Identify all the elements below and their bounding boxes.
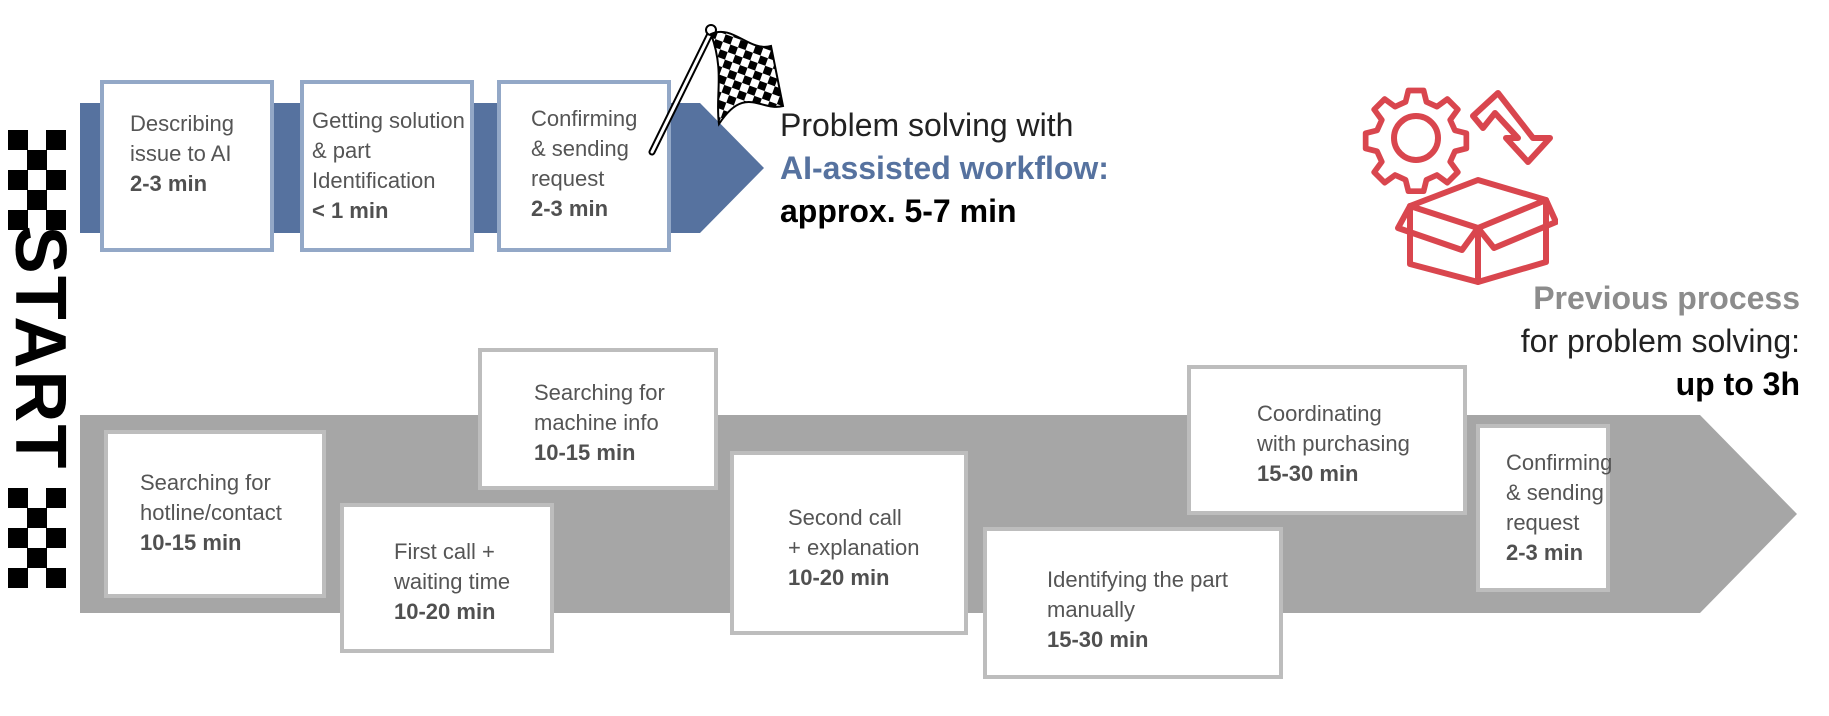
- previous-process-heading: Previous process for problem solving: up…: [1521, 277, 1800, 406]
- step-text: Searching for hotline/contact: [140, 470, 282, 525]
- step-duration: 15-30 min: [1257, 461, 1359, 486]
- prev-step-searching-machine-info: Searching for machine info 10-15 min: [478, 348, 718, 490]
- ai-step-confirming-request: Confirming & sending request 2-3 min: [497, 80, 671, 252]
- step-duration: 10-20 min: [788, 565, 890, 590]
- prev-heading-line2: for problem solving:: [1520, 323, 1800, 359]
- ai-step-getting-solution: Getting solution & part Identification <…: [300, 80, 474, 252]
- step-duration: 2-3 min: [130, 171, 208, 196]
- step-text: Second call + explanation: [788, 505, 920, 560]
- step-text: Searching for machine info: [534, 380, 665, 435]
- step-text: First call + waiting time: [394, 539, 511, 594]
- checkered-flag-icon: [648, 24, 785, 156]
- step-text: Describing issue to AI: [130, 111, 234, 166]
- checker-pattern-top: [8, 130, 66, 230]
- ai-heading-line2: AI-assisted workflow:: [780, 150, 1109, 186]
- checker-pattern-bottom: [8, 488, 66, 588]
- step-duration: 10-20 min: [394, 599, 496, 624]
- step-text: Confirming & sending request: [1506, 450, 1613, 535]
- step-duration: 15-30 min: [1047, 627, 1149, 652]
- step-text: Identifying the part manually: [1047, 567, 1229, 622]
- ai-workflow-heading: Problem solving with AI-assisted workflo…: [780, 104, 1109, 233]
- prev-step-second-call: Second call + explanation 10-20 min: [730, 451, 968, 635]
- step-duration: 2-3 min: [531, 196, 609, 221]
- step-duration: 2-3 min: [1506, 540, 1584, 565]
- prev-heading-line1: Previous process: [1533, 280, 1800, 316]
- ai-heading-line1: Problem solving with: [780, 107, 1074, 143]
- prev-step-searching-hotline: Searching for hotline/contact 10-15 min: [104, 430, 326, 598]
- ai-step-describing-issue: Describing issue to AI 2-3 min: [100, 80, 274, 252]
- prev-step-coordinating-purchasing: Coordinating with purchasing 15-30 min: [1187, 365, 1467, 515]
- step-duration: < 1 min: [312, 198, 389, 223]
- start-label: START: [0, 225, 80, 471]
- prev-heading-line3: up to 3h: [1675, 366, 1800, 402]
- step-duration: 10-15 min: [140, 530, 242, 555]
- ai-heading-line3: approx. 5-7 min: [780, 193, 1017, 229]
- step-text: Confirming & sending request: [531, 106, 638, 191]
- prev-step-confirming-request: Confirming & sending request 2-3 min: [1476, 424, 1613, 592]
- step-text: Coordinating with purchasing: [1257, 401, 1410, 456]
- prev-step-first-call: First call + waiting time 10-20 min: [340, 503, 554, 653]
- gear-box-icon: [1362, 87, 1558, 285]
- step-text: Getting solution & part Identification: [312, 108, 465, 193]
- step-duration: 10-15 min: [534, 440, 636, 465]
- prev-step-identifying-part: Identifying the part manually 15-30 min: [983, 527, 1283, 679]
